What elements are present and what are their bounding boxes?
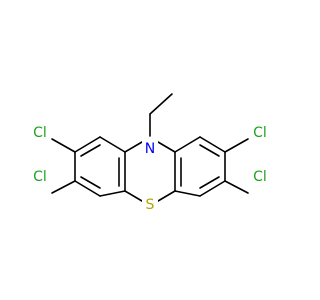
bond-right-ring-1	[174, 136, 201, 153]
chlorine-atom-label-bottom-right: Cl	[253, 169, 267, 185]
chlorine-atom-label-bottom-left: Cl	[33, 169, 47, 185]
bond-left-ring-5	[99, 190, 126, 197]
chlorine-atom-label-top-right: Cl	[253, 125, 267, 141]
bond-cl-top-right	[224, 138, 249, 153]
bond-group	[51, 93, 249, 202]
bond-cl-bottom-right	[224, 180, 249, 194]
molecule-structure: N S Cl Cl Cl Cl	[29, 93, 271, 213]
bond-right-ring-double-2	[199, 176, 220, 189]
bond-right-ring-5	[174, 190, 201, 197]
bond-right-ring-double-1	[199, 144, 220, 157]
sulfur-atom-label: S	[146, 197, 155, 213]
bond-left-ring-2	[74, 136, 101, 153]
chlorine-atom-label-top-left: Cl	[33, 125, 47, 141]
bond-n-left-ring	[124, 141, 143, 153]
bond-n-right-ring	[157, 141, 176, 153]
bond-right-ring-4	[199, 180, 226, 197]
bond-s-right-ring	[157, 190, 176, 202]
bond-cl-top-left	[51, 138, 76, 153]
bond-cl-bottom-left	[51, 180, 76, 194]
bond-left-ring-double-2	[80, 176, 101, 189]
bond-right-ring-2	[199, 136, 226, 153]
atom-label-group: N S Cl Cl Cl Cl	[29, 124, 271, 213]
nitrogen-atom-label: N	[145, 141, 155, 157]
bond-left-ring-4	[74, 180, 101, 197]
bond-s-left-ring	[124, 190, 143, 202]
bond-left-ring-double-1	[80, 144, 101, 157]
bond-left-ring-1	[99, 136, 126, 153]
bond-ch2-ch3	[149, 93, 173, 115]
